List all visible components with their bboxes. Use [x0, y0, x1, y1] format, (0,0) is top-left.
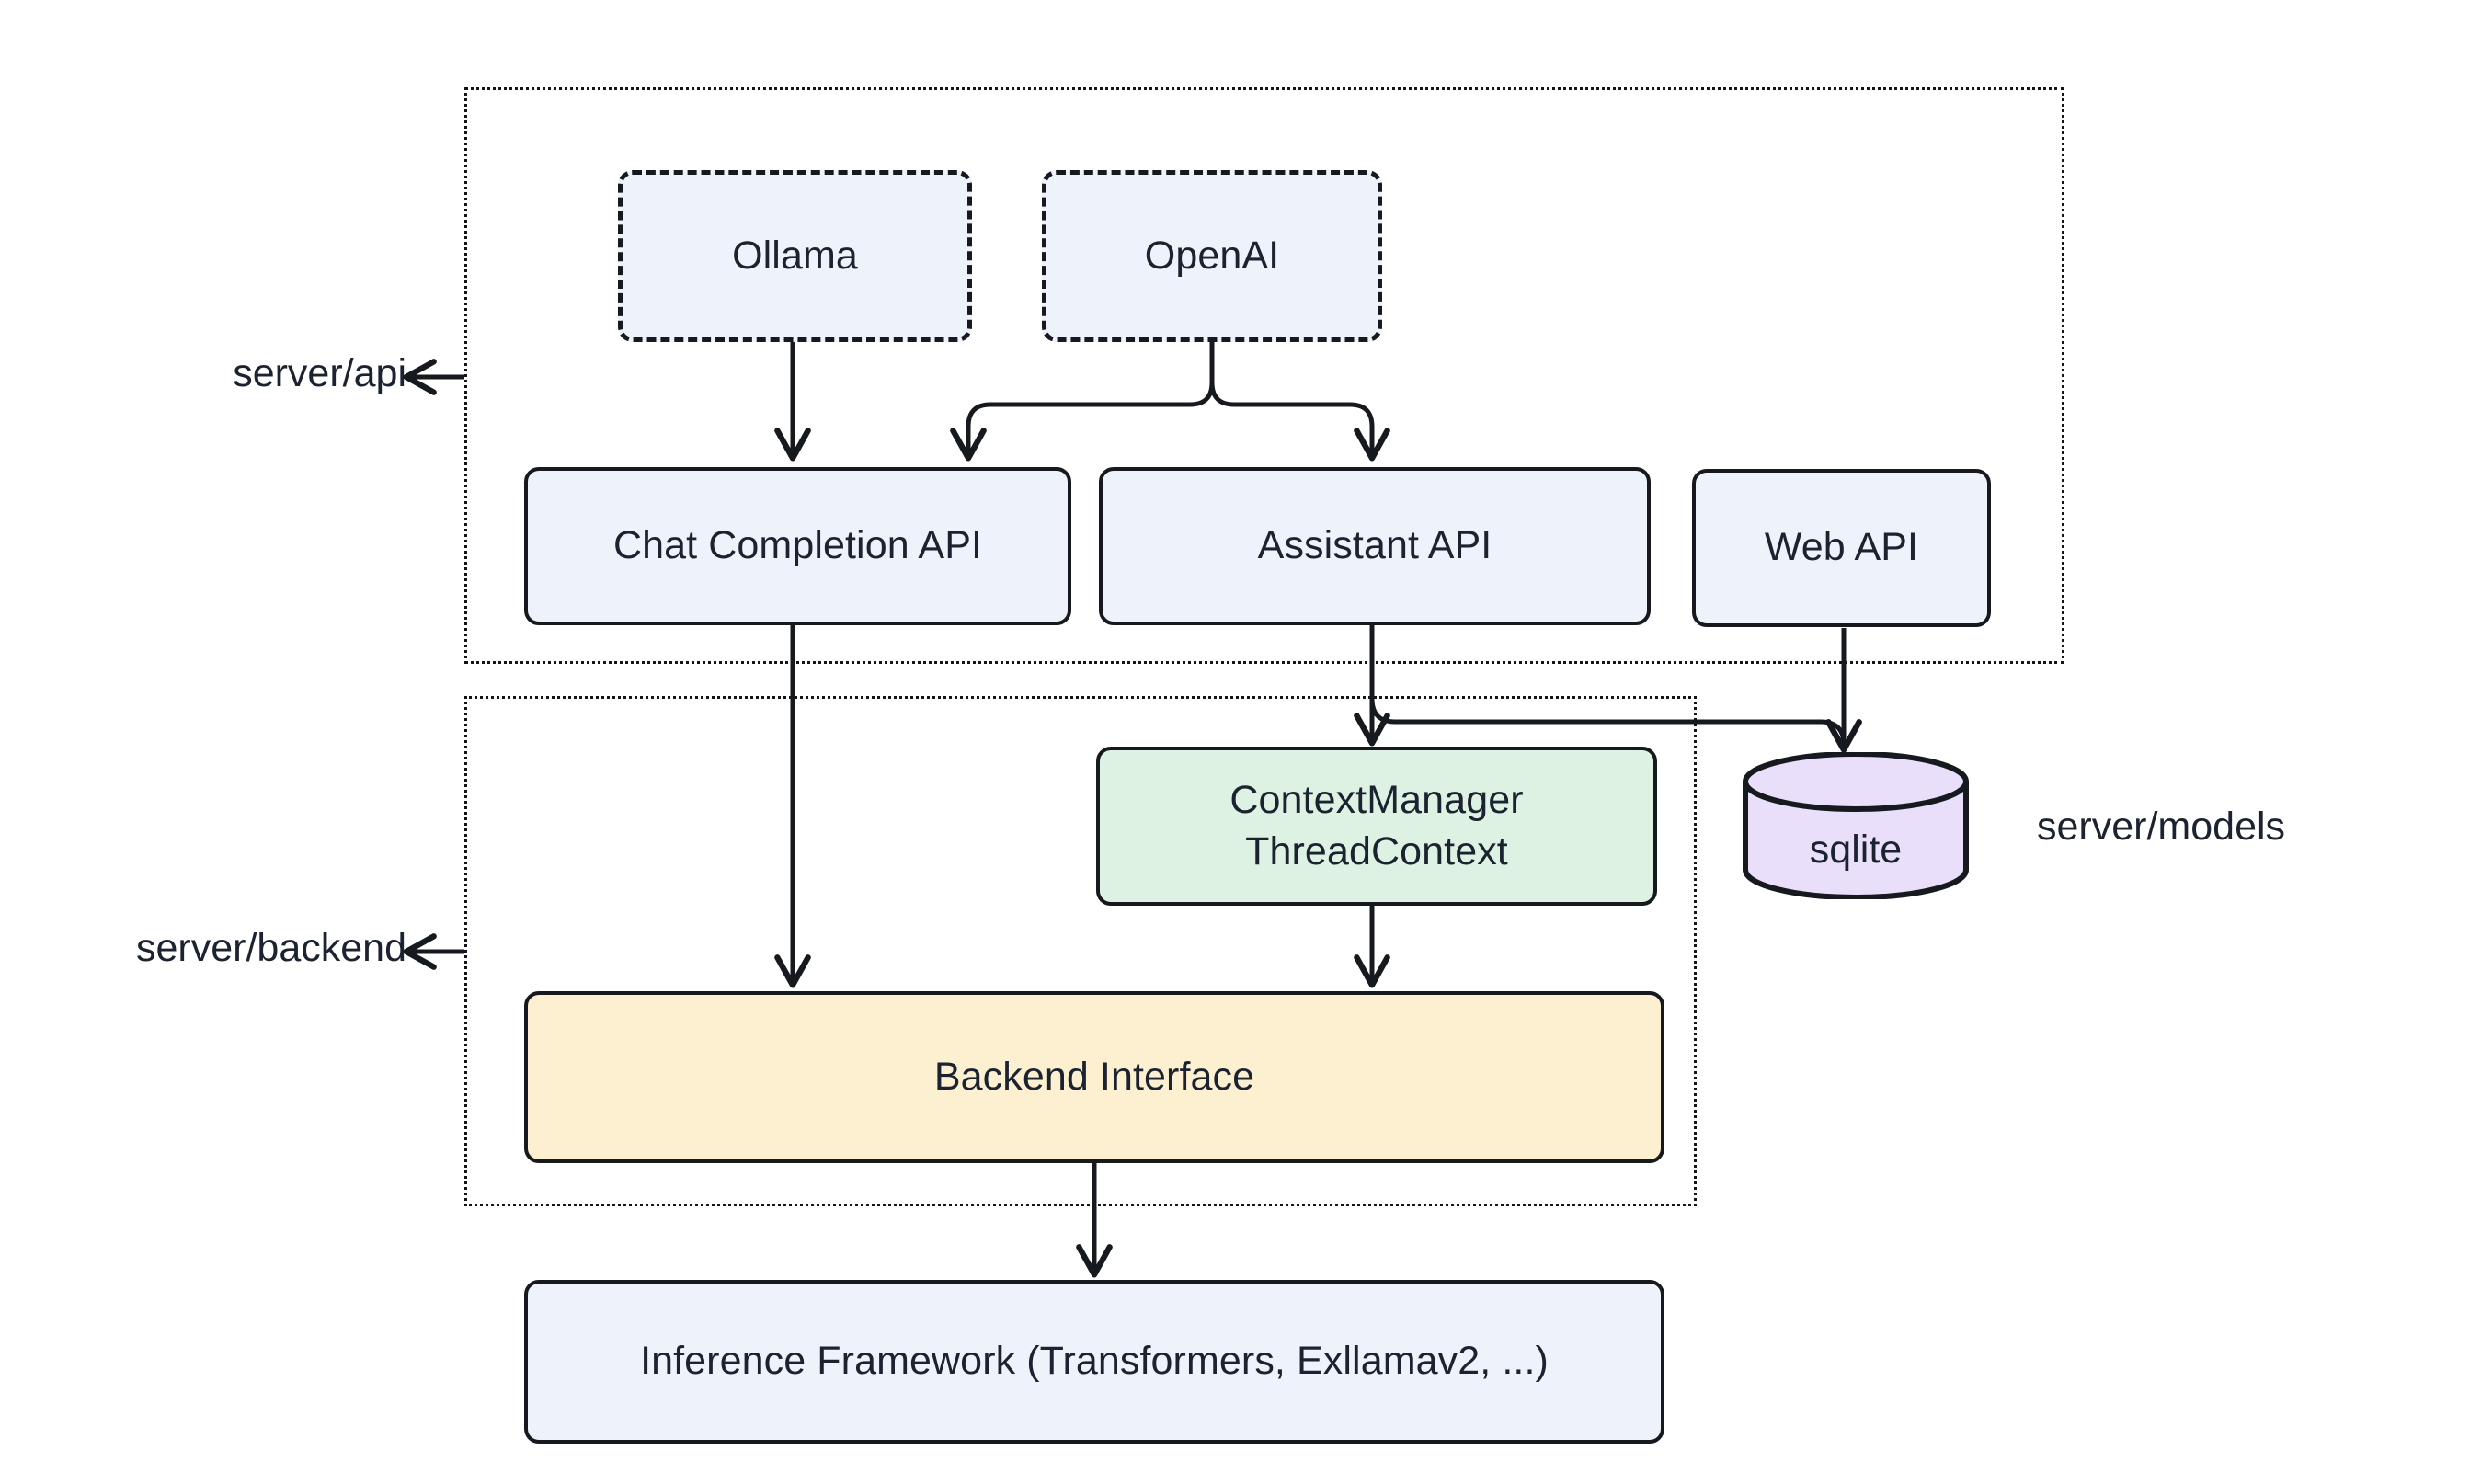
node-backend-interface[interactable]: Backend Interface [524, 991, 1664, 1163]
node-context-manager-label: ContextManager ThreadContext [1229, 778, 1524, 873]
label-server-models-text: server/models [2037, 805, 2286, 849]
node-web-api-label: Web API [1764, 525, 1919, 570]
cylinder-shape [1743, 752, 1969, 899]
label-server-backend: server/backend [28, 926, 406, 971]
node-backend-interface-label: Backend Interface [933, 1054, 1255, 1099]
node-openai[interactable]: OpenAI [1042, 170, 1382, 342]
label-server-models: server/models [2037, 805, 2285, 850]
node-web-api[interactable]: Web API [1692, 469, 1991, 627]
label-server-backend-text: server/backend [136, 926, 406, 970]
node-context-manager[interactable]: ContextManager ThreadContext [1096, 747, 1657, 906]
group-server-backend [464, 696, 1697, 1206]
node-sqlite[interactable]: sqlite [1741, 752, 1971, 899]
node-assistant-api[interactable]: Assistant API [1099, 467, 1651, 625]
node-chat-completion-api[interactable]: Chat Completion API [524, 467, 1071, 625]
node-openai-label: OpenAI [1144, 233, 1280, 278]
node-ollama-label: Ollama [732, 233, 858, 278]
node-chat-completion-api-label: Chat Completion API [612, 523, 983, 568]
node-ollama[interactable]: Ollama [618, 170, 972, 342]
label-server-api-text: server/api [233, 351, 406, 395]
label-server-api: server/api [55, 351, 406, 396]
node-inference-framework[interactable]: Inference Framework (Transformers, Exlla… [524, 1280, 1664, 1444]
node-sqlite-label: sqlite [1809, 828, 1903, 872]
group-server-api [464, 87, 2064, 664]
node-inference-framework-label: Inference Framework (Transformers, Exlla… [640, 1339, 1549, 1384]
node-assistant-api-label: Assistant API [1257, 523, 1492, 568]
